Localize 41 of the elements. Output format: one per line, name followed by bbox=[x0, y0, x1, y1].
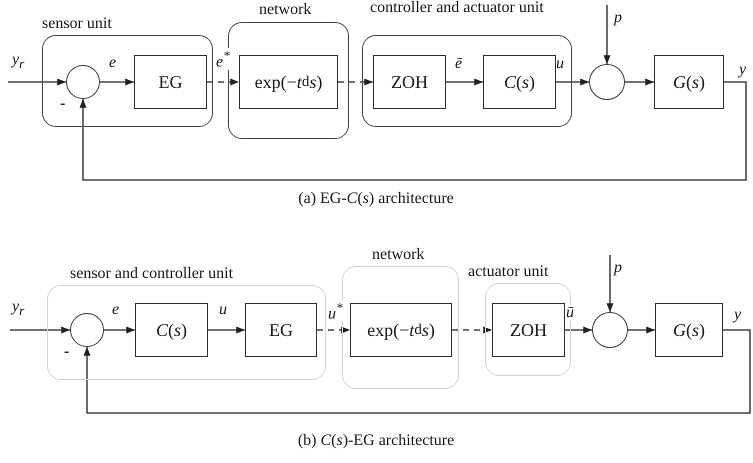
process-block: G(s) bbox=[654, 55, 724, 109]
signal-arrow bbox=[628, 326, 655, 334]
signal-arrow bbox=[565, 326, 592, 334]
unit-title: controller and actuator unit bbox=[370, 0, 545, 16]
process-block: ZOH bbox=[373, 55, 446, 109]
unit-title: sensor and controller unit bbox=[70, 266, 234, 282]
signal-arrow bbox=[208, 326, 245, 334]
signal-label: ū bbox=[566, 305, 574, 321]
signal-arrow bbox=[604, 5, 610, 64]
signal-arrow bbox=[100, 78, 134, 86]
process-block: ZOH bbox=[492, 303, 565, 357]
signal-label: e$^{*}$ bbox=[216, 48, 230, 70]
signal-arrow bbox=[84, 329, 751, 414]
process-block: G(s) bbox=[655, 303, 723, 357]
signal-arrow bbox=[80, 81, 747, 181]
process-block: EG bbox=[245, 303, 317, 357]
summing-junction bbox=[589, 64, 625, 100]
figure-caption: (a) EG-C(s) architecture bbox=[298, 190, 454, 208]
signal-arrow bbox=[606, 255, 614, 312]
unit-title: actuator unit bbox=[468, 264, 550, 280]
signal-arrow bbox=[8, 78, 66, 86]
signal-arrow bbox=[104, 326, 135, 334]
signal-arrow bbox=[446, 78, 483, 86]
process-block: EG bbox=[134, 55, 207, 109]
signal-label: u$^{*}$ bbox=[328, 300, 343, 322]
unit-title: network bbox=[259, 2, 312, 18]
summing-junction bbox=[70, 313, 104, 347]
process-block: C(s) bbox=[483, 55, 556, 109]
dashed-arrow bbox=[207, 78, 239, 86]
dashed-arrow bbox=[338, 78, 373, 86]
dashed-arrow bbox=[317, 326, 350, 334]
signal-arrow bbox=[556, 78, 589, 86]
summing-junction bbox=[592, 312, 628, 348]
signal-arrow bbox=[10, 326, 70, 334]
unit-title: sensor unit bbox=[42, 16, 113, 32]
signal-arrow bbox=[625, 78, 654, 86]
dashed-arrow bbox=[452, 326, 492, 334]
summing-junction bbox=[66, 65, 100, 99]
unit-title: network bbox=[372, 247, 426, 263]
figure-caption: (b) C(s)-EG architecture bbox=[298, 432, 454, 450]
process-block: C(s) bbox=[135, 303, 208, 357]
